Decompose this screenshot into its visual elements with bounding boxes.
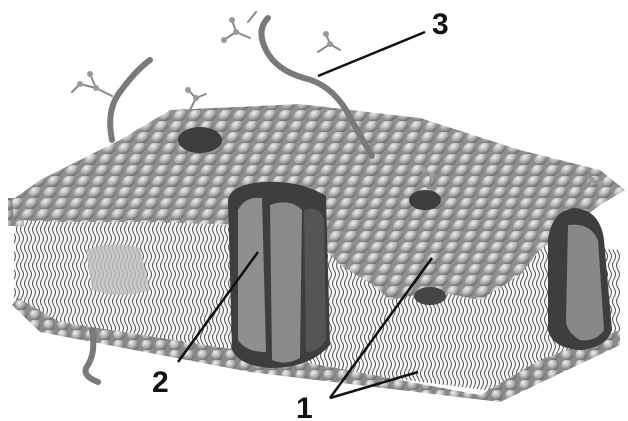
inner-protein-cap (414, 287, 446, 305)
label-3: 3 (432, 8, 449, 41)
peripheral-protein (86, 244, 150, 295)
label-2: 2 (152, 366, 169, 399)
label-1: 1 (296, 392, 313, 421)
surface-protein-cap (409, 190, 441, 210)
transmembrane-protein-right (548, 208, 612, 350)
surface-protein-cap (178, 127, 222, 153)
leader-line-3 (318, 32, 425, 76)
channel-protein (228, 182, 330, 368)
